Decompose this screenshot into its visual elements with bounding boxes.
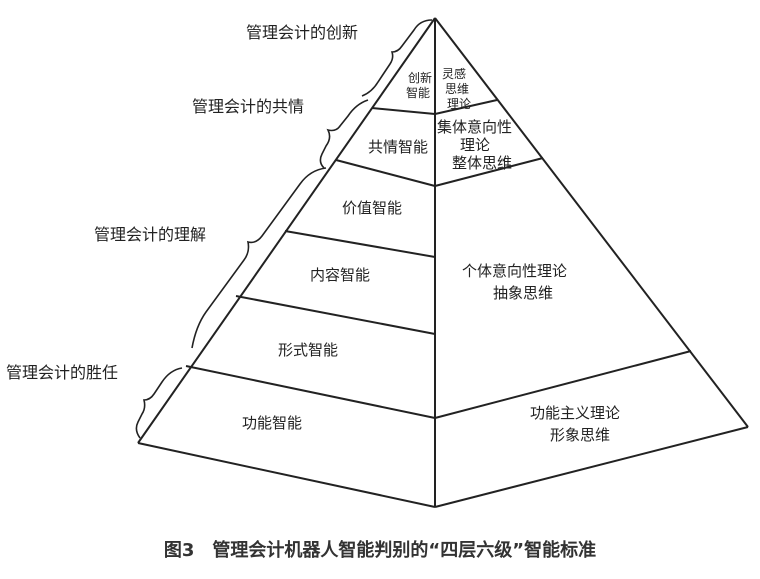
label-competence: 管理会计的胜任 <box>6 363 118 382</box>
face-value: 价值智能 <box>342 199 402 217</box>
face-content: 内容智能 <box>310 266 370 284</box>
face-functionalism-line2: 形象思维 <box>550 426 610 444</box>
face-functionalism-line1: 功能主义理论 <box>530 404 620 422</box>
face-form: 形式智能 <box>278 341 338 359</box>
pyramid-outline <box>137 17 749 508</box>
face-function: 功能智能 <box>242 414 302 432</box>
face-individual-line2: 抽象思维 <box>493 284 553 302</box>
face-collective-line2: 理论 <box>460 136 490 154</box>
label-understanding: 管理会计的理解 <box>94 225 206 244</box>
face-individual-line1: 个体意向性理论 <box>462 262 567 280</box>
label-innovation: 管理会计的创新 <box>246 23 358 42</box>
brace-empathy <box>319 99 369 169</box>
brace-understanding <box>191 167 327 349</box>
figure-caption: 图3 管理会计机器人智能判别的“四层六级”智能标准 <box>164 539 596 561</box>
brace-innovation <box>361 19 433 97</box>
face-innovation-line2: 智能 <box>406 85 430 100</box>
face-innovation-line1: 创新 <box>408 70 432 85</box>
label-empathy: 管理会计的共情 <box>192 97 304 116</box>
face-empathy: 共情智能 <box>368 138 428 156</box>
brace-competence <box>135 367 183 439</box>
left-face-dividers <box>185 107 436 419</box>
face-collective-line3: 整体思维 <box>452 154 512 172</box>
braces <box>135 19 433 439</box>
face-top-line1: 灵感 <box>442 66 466 81</box>
face-collective-line1: 集体意向性 <box>437 118 512 136</box>
right-face-dividers <box>434 99 692 419</box>
face-top-line2: 思维 <box>445 82 469 96</box>
face-top-line3: 理论 <box>447 97 471 111</box>
